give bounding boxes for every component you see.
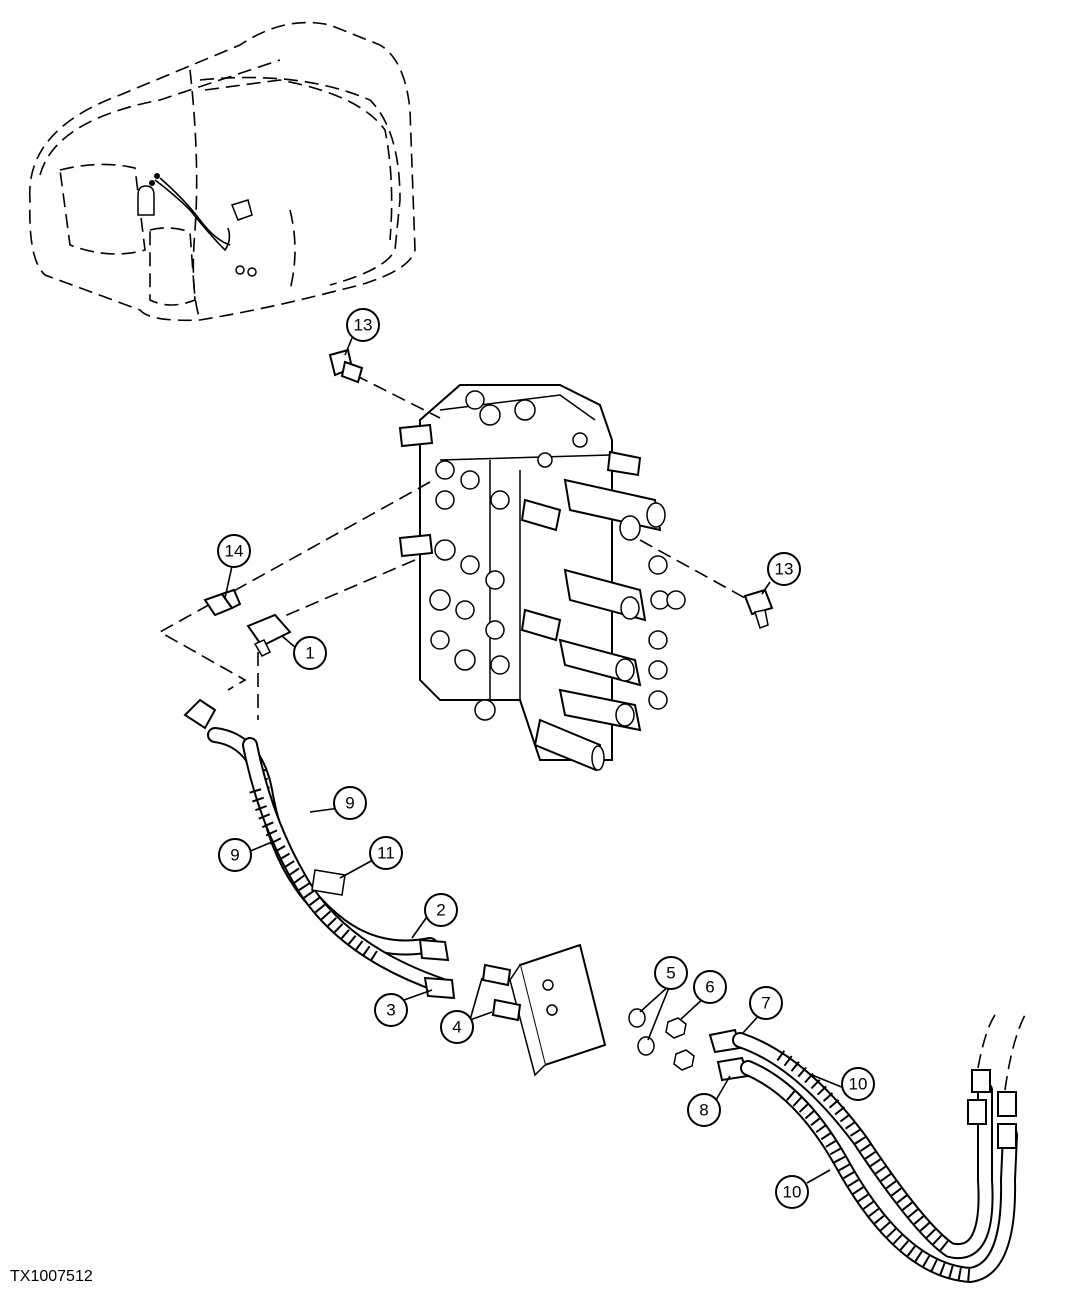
- callout-10-lower: 10: [775, 1175, 809, 1209]
- callout-13-top: 13: [346, 308, 380, 342]
- callout-8: 8: [687, 1093, 721, 1127]
- callout-13-right: 13: [767, 552, 801, 586]
- control-valve: [398, 384, 686, 772]
- valve-ports: [429, 390, 588, 721]
- callout-2: 2: [424, 893, 458, 927]
- left-hoses: [183, 698, 456, 1000]
- callout-11: 11: [369, 836, 403, 870]
- cab-outline: [28, 21, 416, 322]
- svg-text:7: 7: [761, 994, 770, 1013]
- assembly-lines: [158, 374, 746, 720]
- callout-10-upper: 10: [841, 1067, 875, 1101]
- callout-5: 5: [654, 956, 688, 990]
- callout-3: 3: [374, 993, 408, 1027]
- svg-text:9: 9: [230, 846, 239, 865]
- svg-text:9: 9: [345, 794, 354, 813]
- valve-fittings: [398, 423, 642, 772]
- right-hoses: [708, 1014, 1026, 1284]
- elbow-fitting-top: [328, 348, 364, 384]
- svg-text:5: 5: [666, 964, 675, 983]
- svg-text:13: 13: [775, 560, 794, 579]
- switch-fitting: [246, 613, 292, 657]
- callout-4: 4: [440, 1010, 474, 1044]
- svg-text:14: 14: [225, 542, 244, 561]
- callout-6: 6: [693, 970, 727, 1004]
- callout-1: 1: [293, 636, 327, 670]
- callout-7: 7: [749, 986, 783, 1020]
- svg-text:8: 8: [699, 1101, 708, 1120]
- svg-text:2: 2: [436, 901, 445, 920]
- bracket-hardware: [481, 943, 695, 1077]
- callout-9-upper: 9: [333, 786, 367, 820]
- svg-text:4: 4: [452, 1018, 461, 1037]
- svg-text:13: 13: [354, 316, 373, 335]
- svg-text:6: 6: [705, 978, 714, 997]
- callout-14: 14: [217, 534, 251, 568]
- svg-text:3: 3: [386, 1001, 395, 1020]
- adapter-fitting: [203, 588, 242, 617]
- elbow-fitting-right: [743, 588, 774, 629]
- svg-text:11: 11: [377, 844, 395, 863]
- svg-text:1: 1: [305, 644, 314, 663]
- valve-spools: [558, 478, 686, 732]
- drawing-id: TX1007512: [10, 1268, 93, 1285]
- callout-9-lower: 9: [218, 838, 252, 872]
- svg-text:10: 10: [849, 1075, 868, 1094]
- svg-text:10: 10: [783, 1183, 802, 1202]
